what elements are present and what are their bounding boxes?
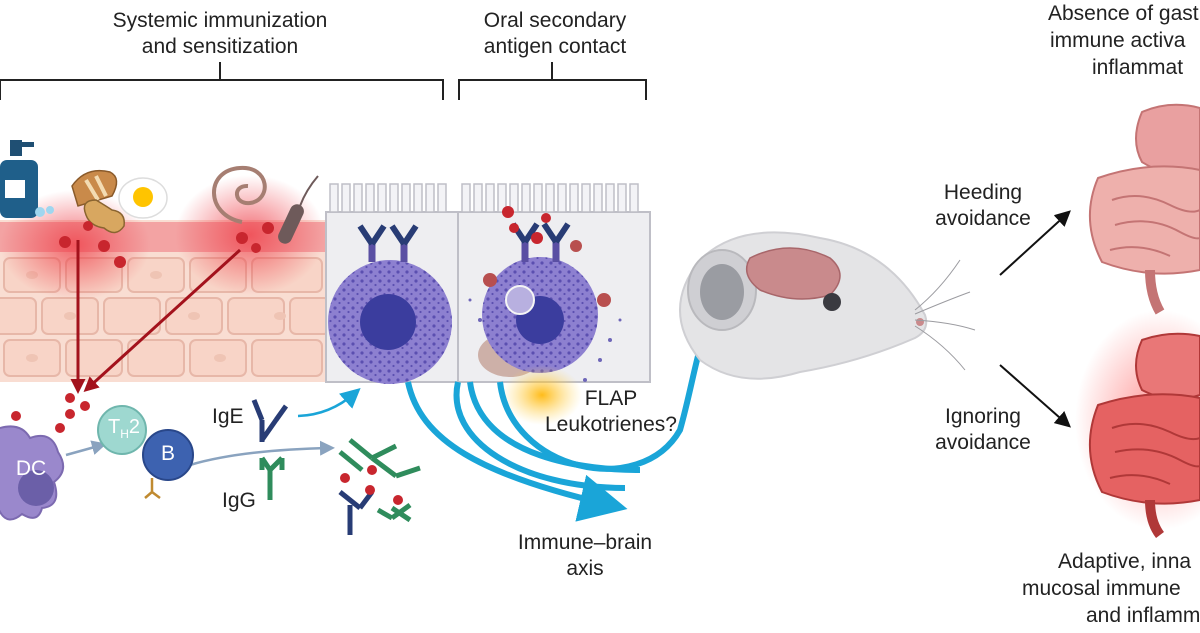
healthy-gut — [1089, 103, 1200, 315]
systemic-phase-line2: and sensitization — [141, 35, 299, 58]
ignoring-line1: Ignoring — [945, 405, 1021, 428]
mediator-label: FLAP Leukotrienes? — [545, 386, 677, 438]
systemic-phase-label: Systemic immunization and sensitization — [85, 8, 355, 60]
b-cell-label: B — [160, 442, 175, 465]
outcome-bottom-line1: Adaptive, inna — [1058, 550, 1192, 573]
systemic-phase-line1: Systemic immunization — [112, 9, 328, 32]
outcome-top-line2: immune activa — [1050, 29, 1186, 52]
axis-line2: axis — [566, 557, 604, 580]
antibody-complex — [338, 438, 421, 535]
th2-sub: H — [120, 427, 129, 441]
dc-to-th2-arrow — [65, 440, 107, 457]
egg-icon — [118, 177, 168, 219]
b-cell — [142, 429, 194, 499]
outcome-bottom-line3: and inflamm — [1086, 604, 1200, 627]
mast-cell-degranulating — [468, 206, 622, 425]
heeding-arrow — [999, 210, 1071, 276]
oral-phase-line2: antigen contact — [483, 35, 627, 58]
oral-phase-label: Oral secondary antigen contact — [460, 8, 650, 60]
heeding-label: Heeding avoidance — [918, 180, 1048, 232]
axis-line1: Immune–brain — [517, 531, 653, 554]
peanut-icon — [83, 199, 125, 234]
ige-label: IgE — [212, 405, 244, 428]
outcome-bottom-label: Adaptive, inna mucosal immune and inflam… — [1022, 548, 1200, 629]
th2-main: T — [107, 416, 121, 438]
bread-icon — [71, 169, 118, 207]
microbe-icon — [278, 175, 319, 244]
worm-icon — [212, 165, 267, 224]
oral-bracket — [458, 62, 647, 100]
th2-cell — [97, 405, 147, 455]
heeding-line1: Heeding — [943, 181, 1023, 204]
skin-antigen-particles — [59, 221, 274, 268]
ige-arrow — [297, 388, 361, 418]
outcome-bottom-line2: mucosal immune — [1022, 577, 1181, 600]
ignoring-line2: avoidance — [935, 431, 1031, 454]
antigen-dots-near-dc — [11, 393, 90, 433]
th2-label: TH2 — [104, 414, 144, 447]
outcome-top-line3: inflammat — [1092, 56, 1184, 79]
dc-label: DC — [15, 457, 47, 480]
outcome-top-label: Absence of gastr immune activa inflammat — [1048, 0, 1200, 81]
oral-phase-line1: Oral secondary — [483, 9, 627, 32]
igg-label: IgG — [222, 489, 256, 512]
soap-bottle-icon — [0, 140, 54, 218]
flap-text: FLAP — [584, 387, 638, 410]
ignoring-arrow — [999, 364, 1071, 428]
dendritic-cell — [0, 425, 65, 521]
b-to-antibody-arrow — [189, 440, 335, 467]
mouse-illustration — [679, 231, 976, 380]
antigen-path-arrow-right — [83, 248, 242, 393]
ignoring-label: Ignoring avoidance — [918, 404, 1048, 456]
ige-antibody — [251, 399, 289, 442]
heeding-line2: avoidance — [935, 207, 1031, 230]
inflamed-gut — [1075, 310, 1200, 539]
immune-brain-arrows — [405, 270, 765, 522]
igg-antibody — [259, 456, 285, 500]
th2-sup: 2 — [128, 416, 140, 438]
systemic-bracket — [0, 62, 444, 100]
leukotrienes-text: Leukotrienes? — [545, 413, 677, 436]
outcome-top-line1: Absence of gastr — [1048, 2, 1200, 25]
mast-cell-resting — [328, 224, 452, 384]
immune-brain-axis-label: Immune–brain axis — [490, 530, 680, 582]
